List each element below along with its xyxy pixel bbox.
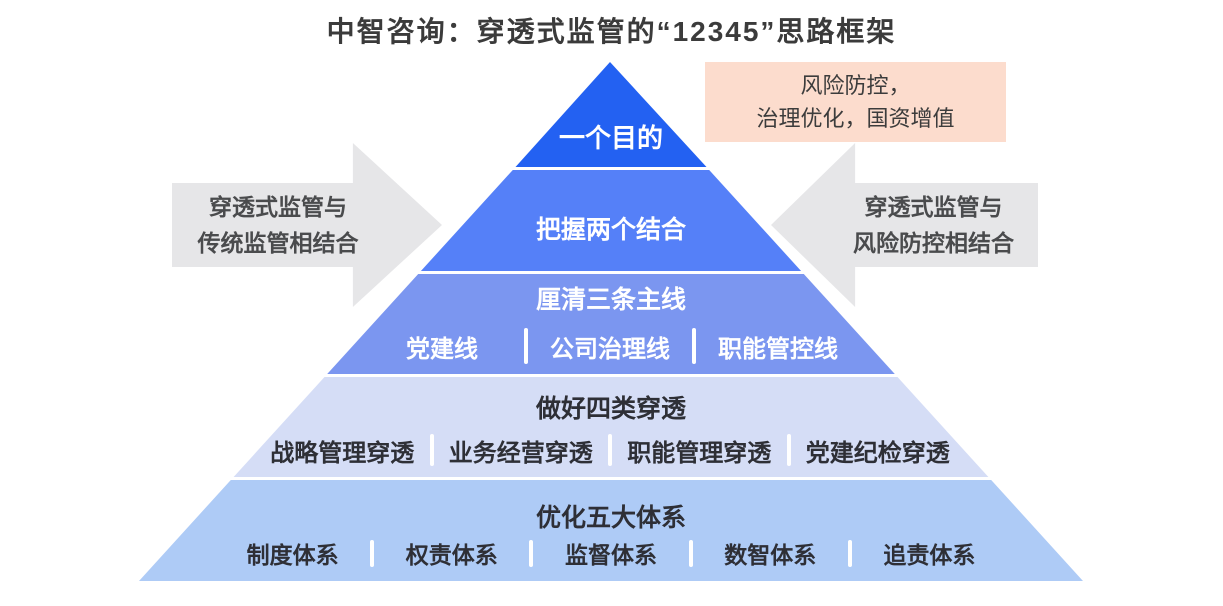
level-3-items-row: 党建线 公司治理线 职能管控线 <box>360 327 860 365</box>
level-4-items-row: 战略管理穿透 业务经营穿透 职能管理穿透 党建纪检穿透 <box>255 433 965 467</box>
pyramid-level-2-shape <box>420 170 802 271</box>
divider <box>847 539 852 567</box>
list-item: 追责体系 <box>883 542 976 568</box>
list-item: 党建线 <box>406 335 478 363</box>
level-1-title: 一个目的 <box>558 123 664 153</box>
level-2-title: 把握两个结合 <box>535 216 687 244</box>
level-3-title: 厘清三条主线 <box>535 286 687 314</box>
divider <box>524 328 528 364</box>
divider <box>786 434 791 466</box>
pyramid-level-5-shape <box>139 480 1083 581</box>
list-item: 公司治理线 <box>550 335 670 363</box>
list-item: 制度体系 <box>246 542 339 568</box>
divider <box>370 539 375 567</box>
goal-text-line2: 治理优化，国资增值 <box>756 106 955 131</box>
left-arrow-text-line1: 穿透式监管与 <box>209 194 347 220</box>
divider <box>429 434 434 466</box>
level-5-title: 优化五大体系 <box>535 504 687 532</box>
list-item: 业务经营穿透 <box>448 439 593 467</box>
level-4-title: 做好四类穿透 <box>535 395 687 423</box>
list-item: 战略管理穿透 <box>270 439 415 467</box>
list-item: 职能管理穿透 <box>627 439 772 467</box>
list-item: 监督体系 <box>565 542 657 568</box>
right-arrow-text-line2: 风险防控相结合 <box>853 230 1014 256</box>
list-item: 党建纪检穿透 <box>805 439 950 467</box>
list-item: 权责体系 <box>405 542 498 568</box>
divider <box>688 539 693 567</box>
diagram-title: 中智咨询：穿透式监管的“12345”思路框架 <box>326 16 897 47</box>
divider <box>608 434 612 466</box>
list-item: 数智体系 <box>724 542 817 568</box>
level-5-items-row: 制度体系 权责体系 监督体系 数智体系 追责体系 <box>215 538 1007 568</box>
list-item: 职能管控线 <box>718 335 838 363</box>
goal-callout-box: 风险防控， 治理优化，国资增值 <box>705 62 1006 142</box>
divider <box>529 539 534 567</box>
pyramid-level-3-shape <box>327 274 895 374</box>
pyramid-level-4-shape <box>233 377 989 477</box>
right-arrow-text-line1: 穿透式监管与 <box>864 194 1003 220</box>
divider <box>692 328 696 364</box>
left-arrow-text-line2: 传统监管相结合 <box>197 230 359 256</box>
goal-text-line1: 风险防控， <box>800 73 911 98</box>
pyramid-level-1-shape <box>515 62 707 167</box>
